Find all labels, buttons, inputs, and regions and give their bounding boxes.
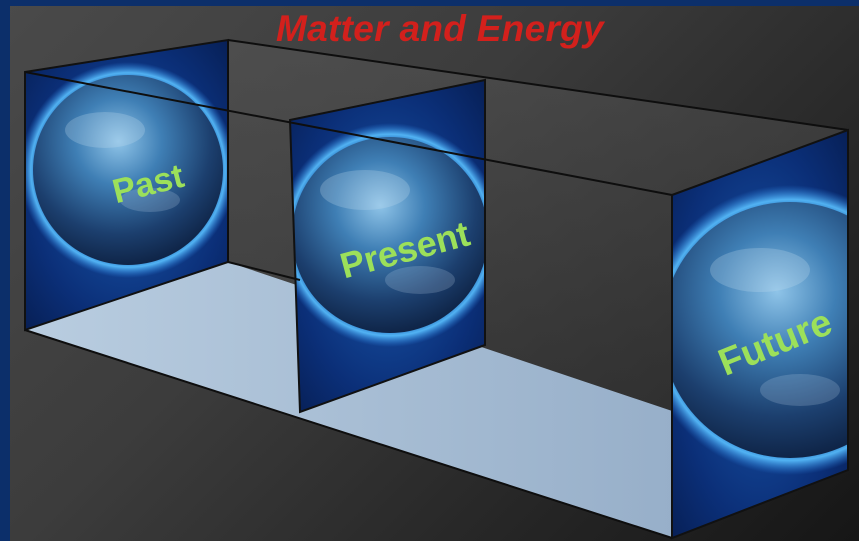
box-edges bbox=[24, 39, 849, 539]
past-panel bbox=[24, 38, 229, 332]
future-panel bbox=[671, 128, 849, 540]
present-panel bbox=[288, 78, 486, 414]
box-floor bbox=[25, 262, 848, 538]
earth-globe-past bbox=[33, 75, 223, 265]
slide-frame-top bbox=[0, 0, 859, 6]
earth-globe-future bbox=[672, 202, 848, 458]
slide-frame-left bbox=[0, 0, 10, 541]
slide-title: Matter and Energy bbox=[276, 8, 604, 49]
earth-globe-present bbox=[292, 137, 485, 333]
